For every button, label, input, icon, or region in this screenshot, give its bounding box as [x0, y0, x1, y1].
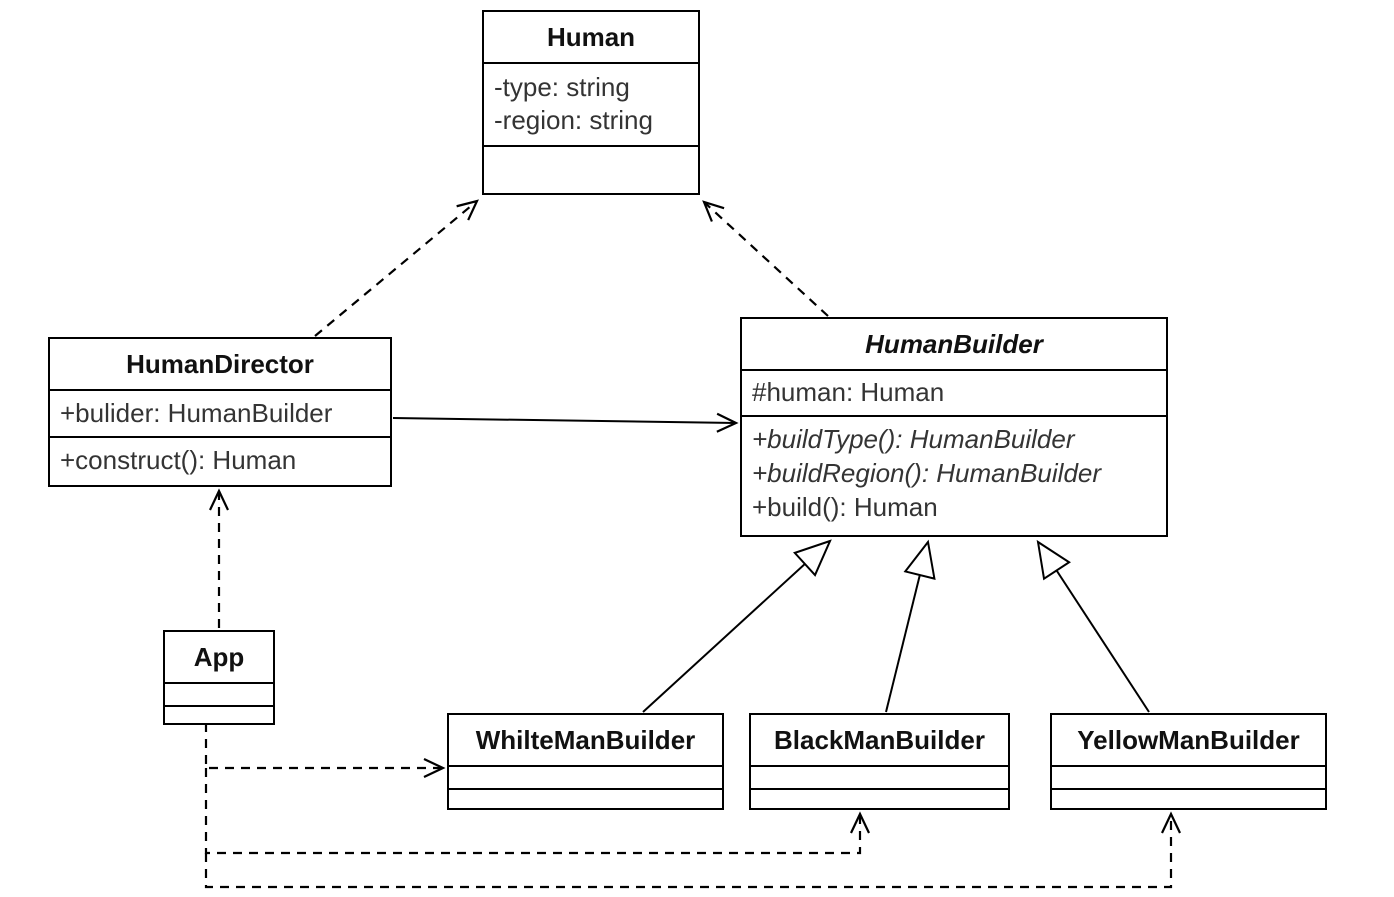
generalization-edge-whiltemanbuilder-to-humanbuilder[interactable]	[642, 539, 832, 713]
methods-compartment-app-empty	[165, 707, 273, 723]
methods-compartment-yellowmanbuilder-empty	[1052, 790, 1325, 808]
class-attribute: #human: Human	[752, 377, 945, 407]
methods-compartment-humandirector: +construct(): Human	[50, 438, 390, 485]
dependency-edge-app-to-whiltemanbuilder[interactable]	[204, 723, 446, 778]
class-title-humandirector: HumanDirector	[50, 339, 390, 391]
class-box-whiltemanbuilder[interactable]: WhilteManBuilder	[447, 713, 724, 810]
attributes-compartment-app-empty	[165, 684, 273, 707]
methods-compartment-blackmanbuilder-empty	[751, 790, 1008, 808]
class-box-yellowmanbuilder[interactable]: YellowManBuilder	[1050, 713, 1327, 810]
class-method: +buildType(): HumanBuilder	[752, 424, 1075, 454]
methods-compartment-humanbuilder: +buildType(): HumanBuilder +buildRegion(…	[742, 417, 1166, 535]
class-attribute: +bulider: HumanBuilder	[60, 398, 333, 428]
attributes-compartment-humandirector: +bulider: HumanBuilder	[50, 391, 390, 438]
attributes-compartment-whiltemanbuilder-empty	[449, 767, 722, 790]
attributes-compartment-human: -type: string -region: string	[484, 64, 698, 147]
class-box-human[interactable]: Human -type: string -region: string	[482, 10, 700, 195]
class-title-humanbuilder: HumanBuilder	[742, 319, 1166, 371]
dependency-edge-humanbuilder-to-human[interactable]	[702, 200, 829, 317]
methods-compartment-human-empty	[484, 147, 698, 193]
dependency-edge-app-to-yellowmanbuilder[interactable]	[204, 811, 1181, 889]
class-box-blackmanbuilder[interactable]: BlackManBuilder	[749, 713, 1010, 810]
class-method: +buildRegion(): HumanBuilder	[752, 458, 1102, 488]
class-title-yellowmanbuilder: YellowManBuilder	[1052, 715, 1325, 767]
class-title-whiltemanbuilder: WhilteManBuilder	[449, 715, 722, 767]
class-attribute: -region: string	[494, 105, 653, 135]
dependency-edge-app-to-blackmanbuilder[interactable]	[204, 768, 870, 855]
class-title-blackmanbuilder: BlackManBuilder	[751, 715, 1008, 767]
class-title-app: App	[165, 632, 273, 684]
attributes-compartment-blackmanbuilder-empty	[751, 767, 1008, 790]
generalization-edge-blackmanbuilder-to-humanbuilder[interactable]	[885, 539, 936, 713]
dependency-edge-humandirector-to-human[interactable]	[314, 199, 479, 337]
class-method: +construct(): Human	[60, 445, 297, 475]
class-box-humanbuilder[interactable]: HumanBuilder #human: Human +buildType():…	[740, 317, 1168, 537]
class-title-human: Human	[484, 12, 698, 64]
class-box-humandirector[interactable]: HumanDirector +bulider: HumanBuilder +co…	[48, 337, 392, 487]
attributes-compartment-humanbuilder: #human: Human	[742, 371, 1166, 417]
class-box-app[interactable]: App	[163, 630, 275, 725]
association-edge-humandirector-to-humanbuilder[interactable]	[392, 412, 739, 433]
class-attribute: -type: string	[494, 72, 630, 102]
attributes-compartment-yellowmanbuilder-empty	[1052, 767, 1325, 790]
generalization-edge-yellowmanbuilder-to-humanbuilder[interactable]	[1036, 539, 1150, 713]
methods-compartment-whiltemanbuilder-empty	[449, 790, 722, 808]
class-method: +build(): Human	[752, 492, 938, 522]
